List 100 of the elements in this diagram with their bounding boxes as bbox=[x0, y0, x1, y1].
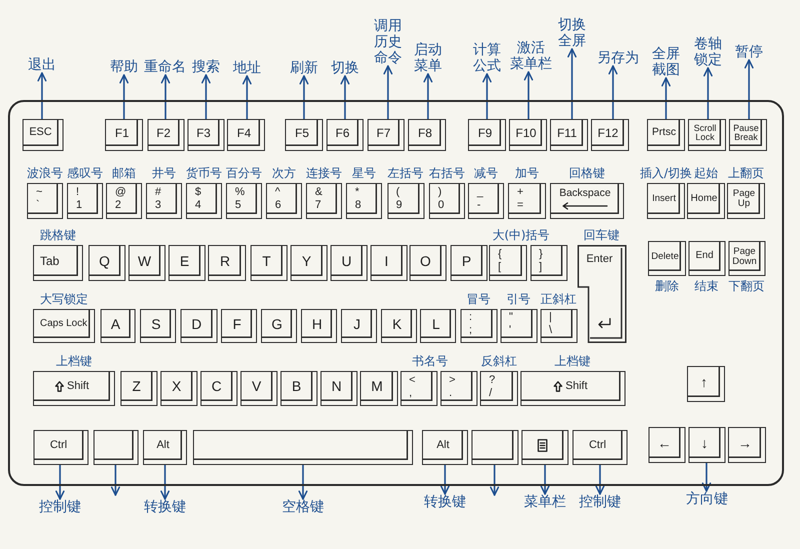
key-label: 加号 bbox=[515, 165, 539, 181]
key: ! 1 bbox=[67, 183, 103, 219]
key: K bbox=[381, 309, 417, 343]
key: ~ ` bbox=[27, 183, 63, 219]
key: Page Up bbox=[727, 183, 765, 219]
key-label: 正斜杠 bbox=[540, 291, 576, 307]
key-label: 启动菜单 bbox=[414, 42, 442, 74]
key: F10 bbox=[509, 119, 547, 151]
key: M bbox=[360, 371, 398, 406]
key: # 3 bbox=[146, 183, 182, 219]
key-label: 菜单栏 bbox=[524, 494, 566, 510]
key: T bbox=[250, 245, 287, 281]
arrow bbox=[702, 462, 712, 492]
key: A bbox=[100, 309, 135, 343]
key-label: 右括号 bbox=[429, 165, 465, 181]
key: Pause Break bbox=[729, 119, 767, 151]
key: Q bbox=[88, 245, 125, 281]
key-label: 引号 bbox=[506, 291, 530, 307]
key: Scroll Lock bbox=[688, 119, 726, 151]
key: Enter bbox=[577, 245, 626, 343]
key: W bbox=[128, 245, 165, 281]
key-label: 货币号 bbox=[186, 165, 222, 181]
arrow bbox=[37, 72, 47, 120]
key: E bbox=[168, 245, 205, 281]
key: F4 bbox=[227, 119, 265, 151]
key: + = bbox=[508, 183, 546, 219]
key: @ 2 bbox=[106, 183, 142, 219]
key: F11 bbox=[550, 119, 588, 151]
arrow bbox=[567, 48, 577, 120]
key: Y bbox=[290, 245, 327, 281]
key-label: 地址 bbox=[233, 60, 261, 76]
key: D bbox=[180, 309, 217, 343]
key: ? / bbox=[480, 371, 518, 406]
key-label: 回车键 bbox=[584, 227, 620, 243]
keyboard-outline bbox=[8, 100, 784, 486]
key-label: 帮助 bbox=[110, 59, 138, 75]
arrow bbox=[440, 464, 450, 495]
key: Z bbox=[120, 371, 157, 406]
key-label: 退出 bbox=[28, 57, 56, 73]
arrow bbox=[298, 464, 308, 500]
key: % 5 bbox=[226, 183, 262, 219]
key-label: 删除 bbox=[655, 278, 679, 294]
key-label: 回格键 bbox=[569, 165, 605, 181]
key: Delete bbox=[648, 241, 686, 276]
key: ESC bbox=[22, 119, 63, 151]
key: ) 0 bbox=[429, 183, 465, 219]
key-label: 切换 bbox=[331, 60, 359, 76]
key: V bbox=[240, 371, 277, 406]
key-label: 激活菜单栏 bbox=[510, 40, 552, 72]
key: $ 4 bbox=[186, 183, 222, 219]
arrow bbox=[661, 77, 671, 120]
key: > . bbox=[440, 371, 477, 406]
key-label: 左括号 bbox=[388, 165, 424, 181]
key: F7 bbox=[367, 119, 404, 151]
key-label: 重命名 bbox=[144, 59, 186, 75]
arrow bbox=[55, 464, 65, 500]
key: S bbox=[140, 309, 176, 343]
key: G bbox=[261, 309, 297, 343]
key: } ] bbox=[530, 245, 567, 281]
key-label: 结束 bbox=[694, 278, 718, 294]
key: Shift bbox=[33, 371, 115, 406]
key: B bbox=[280, 371, 317, 406]
key: ^ 6 bbox=[266, 183, 302, 219]
key: X bbox=[160, 371, 197, 406]
key-label: 控制键 bbox=[39, 499, 81, 515]
arrow bbox=[490, 464, 500, 496]
arrow bbox=[160, 464, 170, 500]
key: Ctrl bbox=[572, 430, 627, 465]
key: " ' bbox=[500, 309, 537, 343]
arrow bbox=[524, 71, 534, 120]
key: { [ bbox=[489, 245, 527, 281]
key: * 8 bbox=[346, 183, 382, 219]
key-label: 井号 bbox=[152, 165, 176, 181]
key-label: 搜索 bbox=[192, 59, 220, 75]
key-label: 转换键 bbox=[144, 499, 186, 515]
key: Caps Lock bbox=[33, 309, 95, 343]
arrow bbox=[703, 67, 713, 120]
key: < , bbox=[400, 371, 437, 406]
key-label: 反斜杠 bbox=[481, 353, 517, 369]
key-label: 百分号 bbox=[226, 165, 262, 181]
key-label: 连接号 bbox=[306, 165, 342, 181]
key-label: 次方 bbox=[272, 165, 296, 181]
key-label: 邮箱 bbox=[112, 165, 136, 181]
key: F9 bbox=[468, 119, 506, 151]
key: | \ bbox=[540, 309, 577, 343]
key: Page Down bbox=[728, 241, 765, 276]
key: F5 bbox=[285, 119, 323, 151]
key: Tab bbox=[33, 245, 83, 281]
key-label: 空格键 bbox=[282, 499, 324, 515]
key-label: 控制键 bbox=[579, 494, 621, 510]
key: F1 bbox=[105, 119, 143, 151]
key: ↓ bbox=[688, 427, 725, 463]
key: _ - bbox=[468, 183, 504, 219]
key-label: 上档键 bbox=[56, 353, 92, 369]
key: Backspace bbox=[550, 183, 624, 219]
key-label: 调用历史命令 bbox=[374, 18, 402, 66]
key-label: 冒号 bbox=[466, 291, 490, 307]
arrow bbox=[201, 74, 211, 120]
key: F8 bbox=[408, 119, 446, 151]
key-label: 另存为 bbox=[597, 50, 639, 66]
